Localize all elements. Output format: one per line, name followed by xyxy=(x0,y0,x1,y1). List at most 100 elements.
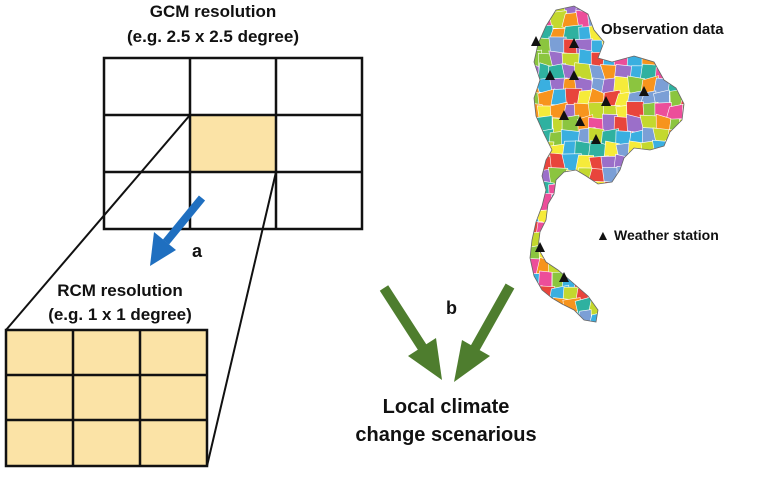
map-province xyxy=(601,321,619,322)
map-province xyxy=(628,247,647,262)
map-province xyxy=(652,36,674,56)
map-province xyxy=(612,39,634,57)
map-province xyxy=(678,309,684,322)
map-province xyxy=(627,37,647,58)
map-province xyxy=(615,193,634,212)
rcm-grid-outline xyxy=(4,328,209,468)
map-province xyxy=(523,324,542,342)
map-province xyxy=(682,36,684,55)
map-province xyxy=(530,156,544,174)
map-province xyxy=(682,194,684,214)
map-province xyxy=(664,140,684,160)
map-province xyxy=(600,309,620,322)
map-province xyxy=(665,284,684,304)
map-province xyxy=(678,246,684,264)
station-legend-label: Weather station xyxy=(614,227,719,243)
map-province xyxy=(547,220,570,239)
map-province xyxy=(677,260,684,278)
map-province xyxy=(669,261,684,277)
map-province xyxy=(616,286,635,303)
map-province xyxy=(665,6,684,18)
map-province xyxy=(668,50,684,71)
arrow-a-head xyxy=(150,232,176,266)
map-province xyxy=(536,311,555,322)
weather-station-icon xyxy=(601,96,611,106)
map-province xyxy=(535,297,557,317)
map-province xyxy=(561,169,582,188)
arrow-b-right-head xyxy=(454,340,490,382)
map-province xyxy=(666,312,684,322)
arrow-a-shaft xyxy=(162,195,206,245)
map-province xyxy=(616,246,634,266)
map-province xyxy=(590,326,607,342)
map-province xyxy=(655,155,672,172)
result-line-1: Local climate xyxy=(383,396,510,418)
map-province xyxy=(680,270,684,291)
map-province xyxy=(627,6,648,19)
map-province xyxy=(641,272,661,289)
map-province xyxy=(628,324,646,342)
projection-line-right xyxy=(206,171,277,467)
map-province xyxy=(678,52,684,70)
station-legend-marker: ▲ xyxy=(596,227,610,243)
map-province xyxy=(530,192,544,213)
map-province xyxy=(664,166,684,186)
map-province xyxy=(678,167,684,186)
weather-station-icon xyxy=(535,242,545,252)
map-province xyxy=(547,321,570,322)
map-province xyxy=(652,139,673,162)
map-province xyxy=(615,310,634,322)
map-province xyxy=(574,193,595,213)
weather-station-icon xyxy=(575,116,585,126)
map-province xyxy=(638,6,658,18)
weather-station-icon xyxy=(639,86,649,96)
map-province xyxy=(618,323,635,341)
weather-station-markers xyxy=(531,36,649,282)
map-province xyxy=(530,166,544,185)
arrow-b-left-shaft xyxy=(379,285,429,353)
map-province xyxy=(560,231,583,252)
map-province xyxy=(651,6,672,19)
map-province xyxy=(667,154,684,174)
map-province xyxy=(626,192,648,214)
map-province xyxy=(590,6,606,18)
gcm-subtitle: (e.g. 2.5 x 2.5 degree) xyxy=(127,27,299,46)
map-province xyxy=(551,194,566,211)
map-province xyxy=(574,204,595,227)
map-province xyxy=(530,311,541,322)
map-province xyxy=(602,6,621,18)
weather-station-icon xyxy=(591,134,601,144)
map-province xyxy=(682,102,684,123)
map-province xyxy=(666,323,685,343)
gcm-grid-outline xyxy=(102,56,364,231)
map-province xyxy=(639,244,659,266)
map-province xyxy=(565,258,583,279)
projection-line-left xyxy=(5,114,191,331)
weather-station-icon xyxy=(569,70,579,80)
map-province xyxy=(668,193,684,212)
map-province xyxy=(562,326,582,343)
map-province xyxy=(653,283,672,303)
map-province xyxy=(601,298,621,318)
map-provinces xyxy=(523,6,685,343)
map-province xyxy=(643,206,660,226)
map-province xyxy=(530,6,542,19)
map-province xyxy=(614,6,635,18)
rcm-grid xyxy=(4,328,209,468)
map-province xyxy=(628,271,648,291)
map-province xyxy=(639,193,660,212)
map-province xyxy=(641,298,660,314)
map-province xyxy=(629,310,647,322)
map-border xyxy=(529,5,685,323)
map-province xyxy=(628,156,645,174)
map-province xyxy=(615,257,634,276)
map-province xyxy=(626,181,647,199)
map-province xyxy=(679,144,684,159)
map-province xyxy=(530,12,540,29)
map-province xyxy=(536,6,556,18)
map-province xyxy=(587,207,609,227)
map-province xyxy=(679,128,684,149)
map-province xyxy=(665,299,684,318)
map-province xyxy=(601,272,619,292)
map-province xyxy=(652,181,674,197)
